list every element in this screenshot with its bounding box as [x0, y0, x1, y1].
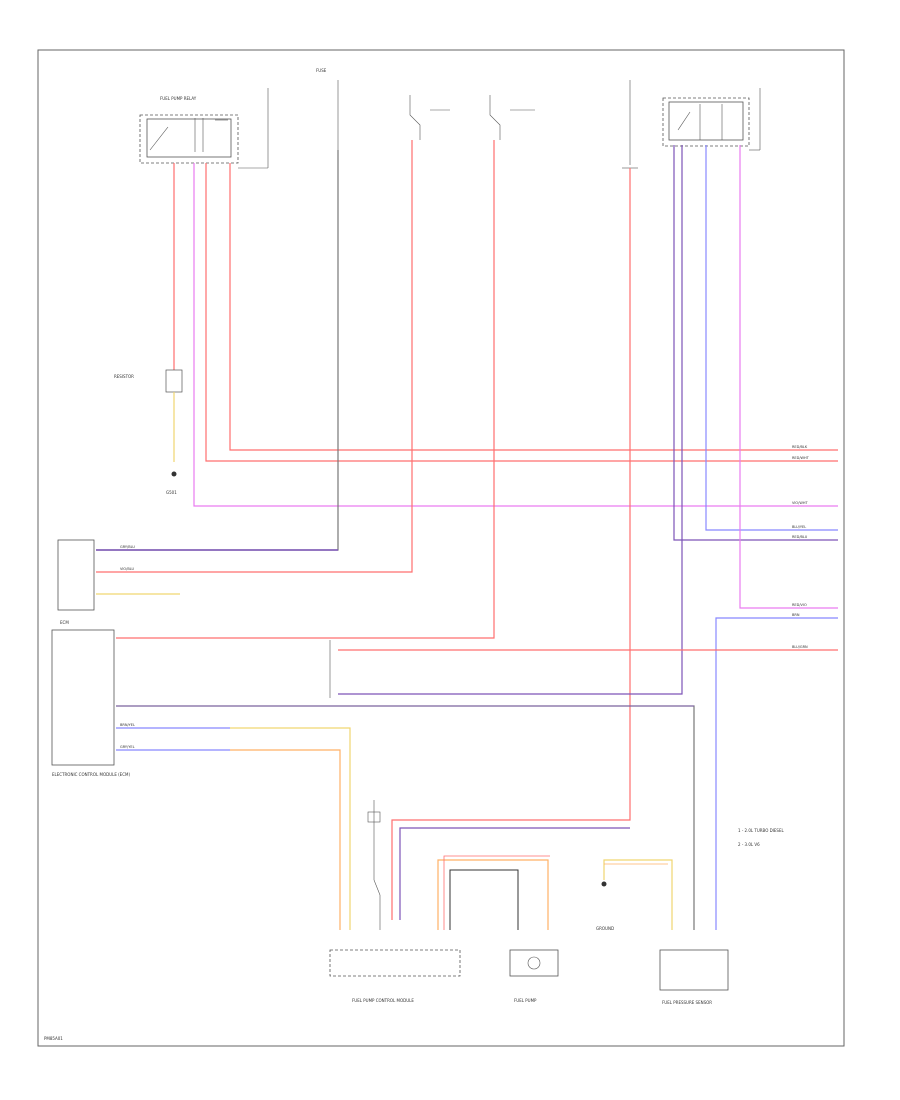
- fuse-3: [489, 95, 535, 140]
- ecm-main-label: ELECTRONIC CONTROL MODULE (ECM): [52, 772, 130, 777]
- corner-code: PM85A01: [44, 1036, 63, 1041]
- wire-label-7: BRN: [792, 613, 800, 617]
- ecm-top-label: ECM: [60, 620, 69, 625]
- wire-label-10: VIO/BLU: [120, 567, 135, 571]
- ground-left-label: G501: [166, 490, 177, 495]
- fuse-center-label: FUSE: [316, 68, 327, 73]
- fuse-2: [409, 95, 450, 140]
- wire-yellow-ecm-1: [230, 727, 351, 930]
- resistor-left: RESISTOR: [114, 369, 183, 393]
- wire-yellow-sensor: [603, 859, 673, 930]
- wire-label-9: GRY/BLU: [120, 545, 135, 549]
- wire-gray-ecm-sensor: [116, 705, 695, 930]
- fuel-pump-control-label: FUEL PUMP CONTROL MODULE: [352, 998, 414, 1003]
- wire-label-11: BRN/YEL: [120, 723, 135, 727]
- fuel-pump-relay: FUEL PUMP RELAY: [139, 96, 239, 164]
- wire-blue-sensor: [715, 617, 838, 930]
- wire-red-fuse2-ecm: [96, 140, 413, 573]
- wire-label-5: RED/BLU: [792, 535, 808, 539]
- wire-label-2: RED/WHT: [792, 456, 810, 460]
- wire-red-long-2: [229, 163, 838, 451]
- wire-label-12: GRY/YEL: [120, 745, 135, 749]
- wire-red-pump: [443, 855, 550, 930]
- relay-left-label: FUEL PUMP RELAY: [160, 96, 197, 101]
- fuel-pump: FUEL PUMP: [509, 949, 559, 1003]
- ground-point: GROUND: [596, 881, 614, 931]
- wire-purple-right-2: [338, 145, 683, 695]
- ground-point-label: GROUND: [596, 926, 614, 931]
- wire-black-pump: [449, 869, 519, 930]
- ground-left: G501: [166, 471, 177, 495]
- fuel-pressure-sensor: FUEL PRESSURE SENSOR: [659, 949, 729, 1005]
- fuse-center-1: FUSE: [316, 68, 339, 150]
- fuel-pump-control-module: FUEL PUMP CONTROL MODULE: [329, 949, 461, 1003]
- wire-red-long-1: [205, 163, 838, 462]
- fuel-pump-label: FUEL PUMP: [514, 998, 537, 1003]
- wire-blue-right: [705, 145, 838, 531]
- wire-label-6: RED/VIO: [792, 603, 807, 607]
- wire-label-1: RED/BLK: [792, 445, 808, 449]
- resistor-label: RESISTOR: [114, 374, 134, 379]
- resistor-pump: [367, 800, 381, 930]
- wire-label-3: VIO/WHT: [792, 501, 808, 505]
- wire-red-fuse3-ecm: [116, 140, 495, 639]
- wire-purple-right-1: [673, 145, 838, 541]
- legend-item-1: 1 - 2.0L TURBO DIESEL: [738, 828, 784, 833]
- diagram-frame: [37, 49, 845, 1047]
- wire-red-fuse4-pump: [391, 168, 631, 920]
- relay-right: [662, 97, 750, 147]
- wire-purple-pump: [399, 827, 630, 920]
- ecm-main-box: ELECTRONIC CONTROL MODULE (ECM): [51, 629, 130, 777]
- wire-label-8: BLU/GRN: [792, 645, 808, 649]
- wire-orange-pump: [437, 859, 549, 930]
- legend: 1 - 2.0L TURBO DIESEL 2 - 3.0L V6: [738, 828, 784, 847]
- fuse-4: [622, 80, 638, 169]
- wire-gray-fuse-ecm: [96, 150, 339, 551]
- legend-item-2: 2 - 3.0L V6: [738, 842, 760, 847]
- wire-magenta-long: [193, 163, 838, 507]
- fuel-pressure-label: FUEL PRESSURE SENSOR: [662, 1000, 712, 1005]
- wire-magenta-right: [739, 145, 838, 609]
- wire-label-4: BLU/YEL: [792, 525, 806, 529]
- wire-orange-ecm-2: [230, 749, 341, 930]
- ecm-top-box: ECM: [57, 539, 95, 625]
